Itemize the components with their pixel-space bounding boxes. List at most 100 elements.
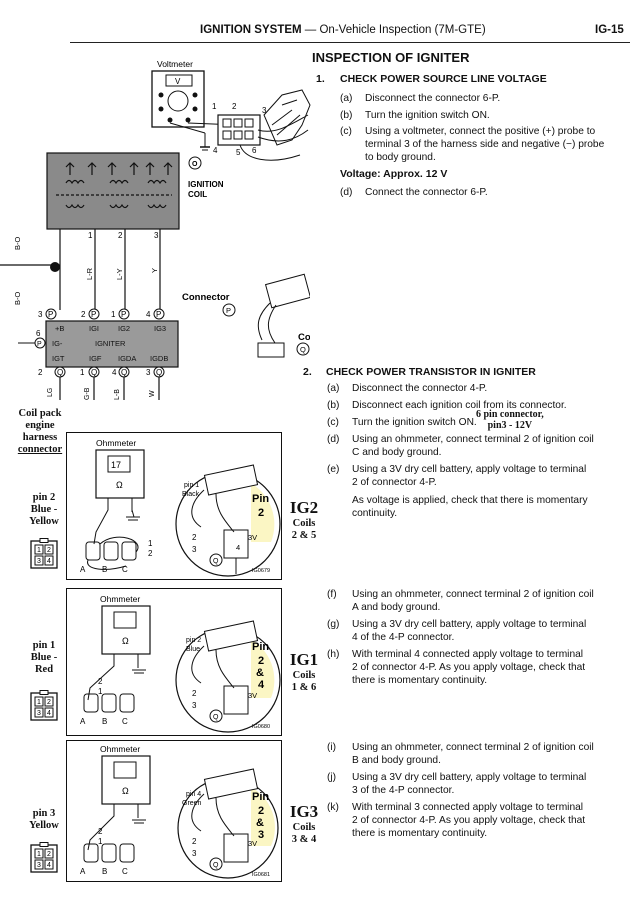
svg-text:4: 4: [236, 543, 240, 552]
connector-q-label: Connector: [298, 332, 310, 343]
igniter-wiring-diagram: Voltmeter V 1 2 3 4 5 6 O IGNITION COIL: [0, 59, 310, 400]
voltmeter-label: Voltmeter: [157, 59, 193, 69]
ignition-coil-box: [46, 152, 180, 230]
ig2-test-diagram: Ohmmeter 17 Ω 1 2 A B C pin 1 Black Pin …: [66, 432, 282, 580]
svg-text:IG2: IG2: [118, 324, 130, 333]
svg-text:Ohmmeter: Ohmmeter: [96, 438, 136, 448]
svg-text:IGT: IGT: [52, 354, 65, 363]
svg-text:A: A: [80, 717, 86, 726]
connector-p-sketch: [264, 273, 310, 309]
svg-text:Black: Black: [182, 491, 200, 498]
svg-text:3: 3: [146, 368, 151, 377]
step1-item-d: (d) Connect the connector 6-P.: [340, 187, 488, 198]
step1-number: 1.: [316, 73, 325, 85]
svg-text:3: 3: [192, 545, 197, 554]
svg-text:Ω: Ω: [116, 480, 123, 490]
svg-text:1: 1: [98, 687, 103, 696]
step2-title: CHECK POWER TRANSISTOR IN IGNITER: [326, 366, 536, 378]
svg-text:4: 4: [146, 310, 151, 319]
voltmeter-v: V: [175, 77, 181, 86]
svg-text:2: 2: [192, 837, 197, 846]
svg-text:Q: Q: [121, 368, 127, 377]
svg-text:Ω: Ω: [122, 636, 129, 646]
svg-text:IGNITER: IGNITER: [95, 339, 126, 348]
svg-text:2: 2: [258, 507, 264, 519]
svg-text:L-R: L-R: [85, 267, 94, 280]
engine-sketch: [263, 89, 311, 146]
svg-text:&: &: [256, 667, 264, 679]
svg-text:Q: Q: [57, 368, 63, 377]
svg-text:4: 4: [47, 862, 51, 869]
svg-text:1: 1: [80, 368, 85, 377]
svg-text:+B: +B: [55, 324, 64, 333]
svg-text:3: 3: [37, 558, 41, 565]
svg-text:P: P: [48, 310, 53, 319]
svg-text:3: 3: [262, 106, 267, 115]
svg-text:Pin: Pin: [252, 791, 269, 803]
svg-text:3: 3: [154, 231, 159, 240]
svg-text:P: P: [37, 341, 42, 348]
step2-number: 2.: [303, 366, 312, 378]
svg-text:A: A: [80, 867, 86, 876]
svg-text:1: 1: [98, 837, 103, 846]
svg-text:2: 2: [148, 549, 153, 558]
svg-text:3: 3: [192, 701, 197, 710]
igniter-box: [45, 320, 179, 368]
svg-text:1: 1: [88, 231, 93, 240]
connector-p-label: Connector: [182, 292, 230, 303]
svg-text:IGNITION: IGNITION: [188, 180, 224, 189]
svg-text:B: B: [102, 717, 107, 726]
svg-text:2: 2: [81, 310, 86, 319]
ground-circle-o: [188, 156, 202, 170]
svg-text:2: 2: [192, 533, 197, 542]
svg-text:O: O: [192, 161, 198, 168]
svg-text:IGF: IGF: [89, 354, 102, 363]
svg-text:IG3: IG3: [154, 324, 166, 333]
pin1-annotation: pin 1 Blue - Red: [30, 640, 58, 675]
svg-text:Blue: Blue: [186, 646, 200, 653]
svg-text:pin 1: pin 1: [184, 482, 199, 489]
coilpack-annotation: Coil pack engine harness connector: [17, 408, 63, 455]
voltmeter-dial: [167, 90, 189, 112]
svg-text:2: 2: [258, 655, 264, 667]
svg-text:P: P: [91, 310, 96, 319]
voltmeter-display: [165, 74, 193, 87]
ig2-annotation: IG2 Coils 2 & 5: [289, 498, 319, 541]
svg-text:2: 2: [47, 699, 51, 706]
svg-text:LG: LG: [47, 388, 54, 397]
svg-text:IGI: IGI: [89, 324, 99, 333]
svg-text:&: &: [256, 817, 264, 829]
svg-text:B-O: B-O: [13, 292, 22, 306]
svg-text:2: 2: [98, 677, 103, 686]
svg-text:C: C: [122, 565, 128, 574]
svg-text:Q: Q: [300, 345, 306, 354]
svg-text:3V: 3V: [248, 691, 257, 700]
svg-text:1: 1: [37, 851, 41, 858]
svg-text:IGDB: IGDB: [150, 354, 168, 363]
svg-text:2: 2: [192, 689, 197, 698]
svg-text:Q: Q: [213, 862, 219, 869]
ig1-test-diagram: Ohmmeter Ω 2 1 A B C pin 2 Blue Pin 2 & …: [66, 588, 282, 736]
svg-text:B: B: [102, 565, 107, 574]
svg-text:1: 1: [212, 102, 217, 111]
svg-text:3: 3: [37, 710, 41, 717]
svg-text:4: 4: [258, 679, 265, 691]
svg-text:Pin: Pin: [252, 641, 269, 653]
svg-text:4: 4: [112, 368, 117, 377]
svg-text:G-B: G-B: [84, 387, 91, 400]
svg-text:3: 3: [37, 862, 41, 869]
ig1-annotation: IG1 Coils 1 & 6: [289, 650, 319, 693]
section-title: INSPECTION OF IGNITER: [312, 50, 470, 65]
svg-text:IG0681: IG0681: [252, 872, 270, 878]
svg-text:IGDA: IGDA: [118, 354, 136, 363]
svg-text:Ω: Ω: [122, 786, 129, 796]
svg-text:6: 6: [252, 146, 257, 155]
svg-text:C: C: [122, 717, 128, 726]
svg-text:4: 4: [47, 558, 51, 565]
svg-text:5: 5: [236, 148, 241, 157]
svg-text:Q: Q: [213, 714, 219, 721]
svg-text:2: 2: [258, 805, 264, 817]
svg-text:3V: 3V: [248, 533, 257, 542]
svg-text:1: 1: [37, 699, 41, 706]
